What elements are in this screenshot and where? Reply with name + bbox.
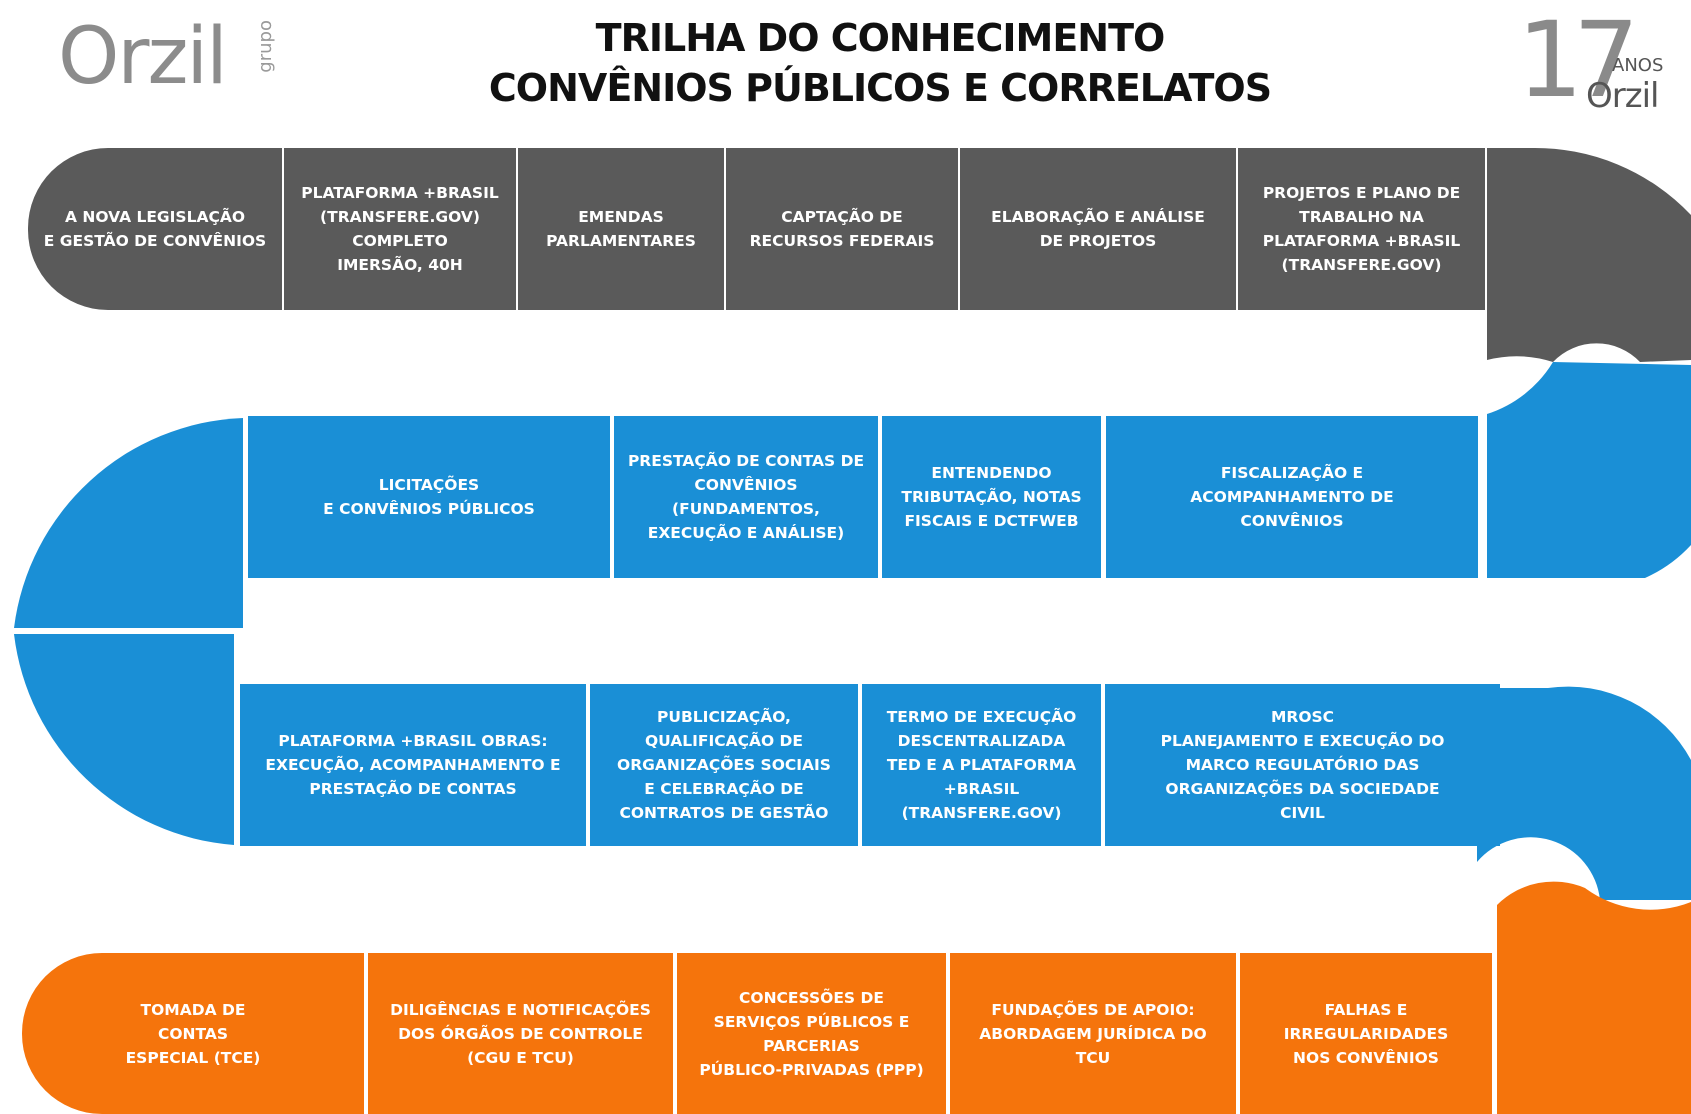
- trail-step: ELABORAÇÃO E ANÁLISE DE PROJETOS: [960, 148, 1236, 310]
- anniversary-brand: Orzil: [1586, 76, 1659, 116]
- trail-step-label: FALHAS E IRREGULARIDADES NOS CONVÊNIOS: [1283, 1000, 1449, 1067]
- trail-step-label: ELABORAÇÃO E ANÁLISE DE PROJETOS: [991, 208, 1205, 250]
- trail-step-label: ENTENDENDO TRIBUTAÇÃO, NOTAS FISCAIS E D…: [901, 464, 1082, 530]
- trail-step-label: PLATAFORMA +BRASIL OBRAS: EXECUÇÃO, ACOM…: [265, 732, 561, 798]
- trail-step: ENTENDENDO TRIBUTAÇÃO, NOTAS FISCAIS E D…: [882, 416, 1101, 578]
- trail-step: EMENDAS PARLAMENTARES: [518, 148, 724, 310]
- trail-step-label: TOMADA DE CONTAS ESPECIAL (TCE): [125, 1000, 261, 1067]
- trail-curve-orange-right: [1497, 881, 1691, 1114]
- trail-step: CONCESSÕES DE SERVIÇOS PÚBLICOS E PARCER…: [677, 953, 946, 1114]
- trail-step-label: CONCESSÕES DE SERVIÇOS PÚBLICOS E PARCER…: [699, 988, 924, 1079]
- trail-step: LICITAÇÕES E CONVÊNIOS PÚBLICOS: [248, 416, 610, 578]
- trail-curve-blue-left: [14, 418, 243, 628]
- trail-step: PRESTAÇÃO DE CONTAS DE CONVÊNIOS (FUNDAM…: [614, 416, 878, 578]
- trail-step-label: MROSC PLANEJAMENTO E EXECUÇÃO DO MARCO R…: [1160, 708, 1445, 822]
- title-line-2: CONVÊNIOS PÚBLICOS E CORRELATOS: [488, 66, 1272, 110]
- trail-step-label: A NOVA LEGISLAÇÃO E GESTÃO DE CONVÊNIOS: [43, 208, 267, 250]
- trail-step: CAPTAÇÃO DE RECURSOS FEDERAIS: [726, 148, 958, 310]
- trail-step: DILIGÊNCIAS E NOTIFICAÇÕES DOS ÓRGÃOS DE…: [368, 953, 673, 1114]
- trail-step-label: PLATAFORMA +BRASIL (TRANSFERE.GOV) COMPL…: [301, 184, 499, 274]
- orzil-logo: Orzil: [58, 12, 228, 102]
- trail-step: FUNDAÇÕES DE APOIO: ABORDAGEM JURÍDICA D…: [950, 953, 1236, 1114]
- trail-step: TERMO DE EXECUÇÃO DESCENTRALIZADA TED E …: [862, 684, 1101, 846]
- trail-step: TOMADA DE CONTAS ESPECIAL (TCE): [22, 953, 364, 1114]
- anniversary-label: ANOS: [1612, 55, 1664, 76]
- trail-step-label: TERMO DE EXECUÇÃO DESCENTRALIZADA TED E …: [886, 708, 1077, 822]
- trail-step: FISCALIZAÇÃO E ACOMPANHAMENTO DE CONVÊNI…: [1106, 416, 1478, 578]
- trail-step-label: DILIGÊNCIAS E NOTIFICAÇÕES DOS ÓRGÃOS DE…: [390, 1000, 651, 1067]
- trail-step-label: PROJETOS E PLANO DE TRABALHO NA PLATAFOR…: [1262, 184, 1461, 274]
- title-line-1: TRILHA DO CONHECIMENTO: [595, 16, 1166, 60]
- trail-curve-blue-left-bottom: [14, 634, 234, 845]
- trail-step: PLATAFORMA +BRASIL (TRANSFERE.GOV) COMPL…: [284, 148, 516, 310]
- trail-step: PROJETOS E PLANO DE TRABALHO NA PLATAFOR…: [1238, 148, 1485, 310]
- trail-step-label: FUNDAÇÕES DE APOIO: ABORDAGEM JURÍDICA D…: [979, 1000, 1207, 1067]
- trail-step-label: PUBLICIZAÇÃO, QUALIFICAÇÃO DE ORGANIZAÇÕ…: [617, 708, 831, 822]
- trail-curve-blue-right-top: [1487, 362, 1691, 578]
- trail-step-label: FISCALIZAÇÃO E ACOMPANHAMENTO DE CONVÊNI…: [1190, 464, 1394, 530]
- trail-curve-gray-right: [1487, 147, 1691, 362]
- anniversary-number: 17: [1517, 0, 1639, 121]
- trail-step: PLATAFORMA +BRASIL OBRAS: EXECUÇÃO, ACOM…: [240, 684, 586, 846]
- trail-step: FALHAS E IRREGULARIDADES NOS CONVÊNIOS: [1240, 953, 1492, 1114]
- trail-step-label: CAPTAÇÃO DE RECURSOS FEDERAIS: [749, 208, 935, 250]
- trail-curve-blue-right-bottom: [1477, 686, 1691, 900]
- trail-step-label: LICITAÇÕES E CONVÊNIOS PÚBLICOS: [323, 476, 535, 518]
- trail-step-label: EMENDAS PARLAMENTARES: [546, 208, 696, 250]
- trail-step-label: PRESTAÇÃO DE CONTAS DE CONVÊNIOS (FUNDAM…: [627, 452, 865, 542]
- trail-step: MROSC PLANEJAMENTO E EXECUÇÃO DO MARCO R…: [1105, 684, 1500, 846]
- trail-step: A NOVA LEGISLAÇÃO E GESTÃO DE CONVÊNIOS: [28, 148, 282, 310]
- trail-step: PUBLICIZAÇÃO, QUALIFICAÇÃO DE ORGANIZAÇÕ…: [590, 684, 858, 846]
